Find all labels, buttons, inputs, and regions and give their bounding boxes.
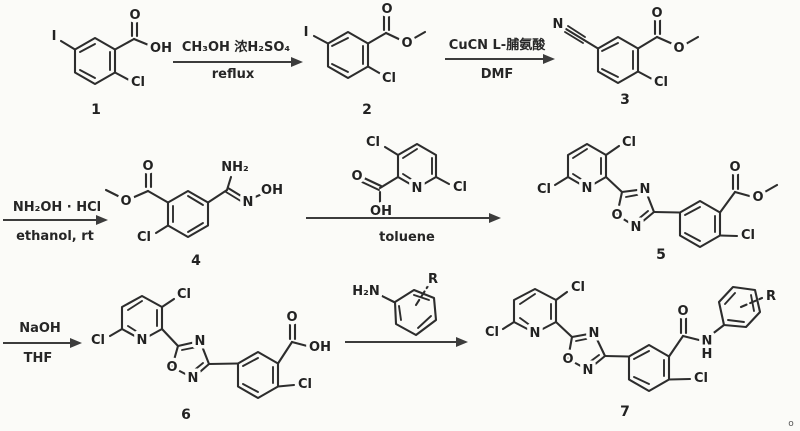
reagent-hydroxyl-label: OH — [370, 204, 392, 219]
aniline-reagent: H₂N R — [349, 269, 442, 337]
step1-conditions-below: reflux — [212, 67, 255, 82]
c7-chlorine-label: Cl — [694, 371, 708, 386]
arrow-step-2: CuCN L-脯氨酸 DMF — [445, 37, 555, 82]
reagent-carbonyl-o-label: O — [351, 169, 362, 184]
c5-chlorine-label: Cl — [741, 228, 755, 243]
c2-chlorine-label: Cl — [382, 71, 396, 86]
c3-nitrile-n-label: N — [553, 17, 564, 32]
compound-7-skeleton — [501, 285, 764, 393]
c4-amine-label: NH₂ — [221, 160, 248, 175]
reagent-chloro-top-label: Cl — [366, 135, 380, 150]
c7-carbonyl-o-label: O — [677, 304, 688, 319]
c4-carbonyl-o-label: O — [142, 159, 153, 174]
c5-oxadiazole-o-label: O — [611, 208, 622, 223]
step2-reagents-above: CuCN L-脯氨酸 — [449, 37, 546, 53]
c7-oxadiazole-o-label: O — [562, 352, 573, 367]
c7-oxadiazole-n4-label: N — [589, 326, 600, 341]
c6-pyridine-n-label: N — [137, 333, 148, 348]
c6-hydroxyl-label: OH — [309, 340, 331, 355]
compound-2: I O O Cl 2 — [300, 0, 427, 118]
c2-iodine-label: I — [304, 25, 309, 40]
c6-carbonyl-o-label: O — [286, 310, 297, 325]
aniline-reagent-skeleton — [378, 284, 438, 337]
compound-2-number: 2 — [362, 102, 372, 118]
c5-pyridine-n-label: N — [582, 181, 593, 196]
c6-chlorine-label: Cl — [298, 377, 312, 392]
arrow-step-1: CH₃OH 浓H₂SO₄ reflux — [173, 39, 303, 82]
c5-carbonyl-o-label: O — [729, 160, 740, 175]
compound-6: Cl Cl N N N O O OH Cl 6 — [88, 284, 335, 424]
pyridine-acid-skeleton — [361, 142, 451, 205]
compound-7: Cl Cl N N N O O N H R Cl 7 — [482, 277, 780, 421]
c6-oxadiazole-n4-label: N — [195, 334, 206, 349]
compound-1: I O OH Cl 1 — [48, 5, 175, 119]
compound-4-skeleton — [104, 170, 266, 239]
c4-chlorine-label: Cl — [137, 230, 151, 245]
compound-7-number: 7 — [620, 404, 630, 420]
c5-oxadiazole-n4-label: N — [640, 182, 651, 197]
compound-3: N O O Cl 3 — [549, 3, 700, 108]
c2-carbonyl-o-label: O — [381, 2, 392, 17]
c6-oxadiazole-o-label: O — [166, 360, 177, 375]
c1-carbonyl-o-label: O — [129, 8, 140, 23]
c4-imine-n-label: N — [243, 195, 254, 210]
compound-5-skeleton — [553, 142, 779, 249]
footnote-mark: o — [788, 419, 794, 429]
c3-chlorine-label: Cl — [654, 75, 668, 90]
step2-conditions-below: DMF — [481, 67, 514, 82]
compound-1-skeleton — [59, 19, 153, 86]
c3-carbonyl-o-label: O — [651, 6, 662, 21]
c4-hydroxyl-label: OH — [261, 183, 283, 198]
c7-amide-n-label: N — [702, 334, 713, 349]
c5-oxadiazole-n2-label: N — [631, 220, 642, 235]
compound-4: O O NH₂ N OH Cl 4 — [104, 156, 286, 269]
compound-5: Cl Cl N N N O O O Cl 5 — [534, 132, 779, 263]
c1-hydroxyl-label: OH — [150, 41, 172, 56]
c5-chloro-top-label: Cl — [622, 135, 636, 150]
arrow-step-3: NH₂OH · HCl ethanol, rt — [3, 200, 108, 244]
reagent-ring-n-label: N — [412, 181, 423, 196]
pyridine-acid-reagent: Cl Cl N O OH — [348, 132, 471, 223]
c7-amide-h-label: H — [702, 347, 713, 362]
arrow-step-4: toluene — [306, 213, 501, 245]
c5-ester-o-label: O — [752, 190, 763, 205]
step1-reagents-above: CH₃OH 浓H₂SO₄ — [182, 39, 291, 55]
step3-conditions-below: ethanol, rt — [16, 229, 94, 244]
c7-r-group-label: R — [766, 289, 776, 304]
compound-6-number: 6 — [181, 407, 191, 423]
c6-chloro-top-label: Cl — [177, 287, 191, 302]
compound-1-number: 1 — [91, 102, 101, 118]
step3-reagents-above: NH₂OH · HCl — [13, 200, 101, 215]
c1-chlorine-label: Cl — [131, 75, 145, 90]
compound-6-skeleton — [108, 294, 313, 400]
c6-oxadiazole-n2-label: N — [188, 371, 199, 386]
c7-chloro-left-label: Cl — [485, 325, 499, 340]
c1-iodine-label: I — [52, 29, 57, 44]
compound-3-number: 3 — [620, 92, 630, 108]
aniline-amine-label: H₂N — [352, 284, 379, 299]
compound-4-number: 4 — [191, 253, 201, 269]
step4-conditions-below: toluene — [379, 230, 435, 245]
step5-reagents-above: NaOH — [19, 321, 61, 336]
c7-pyridine-n-label: N — [530, 326, 541, 341]
compound-3-skeleton — [564, 17, 700, 85]
compound-2-skeleton — [312, 13, 427, 80]
c7-oxadiazole-n2-label: N — [583, 363, 594, 378]
c7-chloro-top-label: Cl — [571, 280, 585, 295]
compound-5-number: 5 — [656, 247, 666, 263]
c3-ester-o-label: O — [673, 41, 684, 56]
reagent-chloro-right-label: Cl — [453, 180, 467, 195]
arrow-step-6 — [345, 337, 468, 347]
arrow-step-5: NaOH THF — [3, 321, 82, 366]
c2-ester-o-label: O — [401, 36, 412, 51]
step5-conditions-below: THF — [24, 351, 53, 366]
c6-chloro-left-label: Cl — [91, 333, 105, 348]
aniline-r-group-label: R — [428, 272, 438, 287]
c5-chloro-left-label: Cl — [537, 182, 551, 197]
c4-ester-o-label: O — [120, 194, 131, 209]
